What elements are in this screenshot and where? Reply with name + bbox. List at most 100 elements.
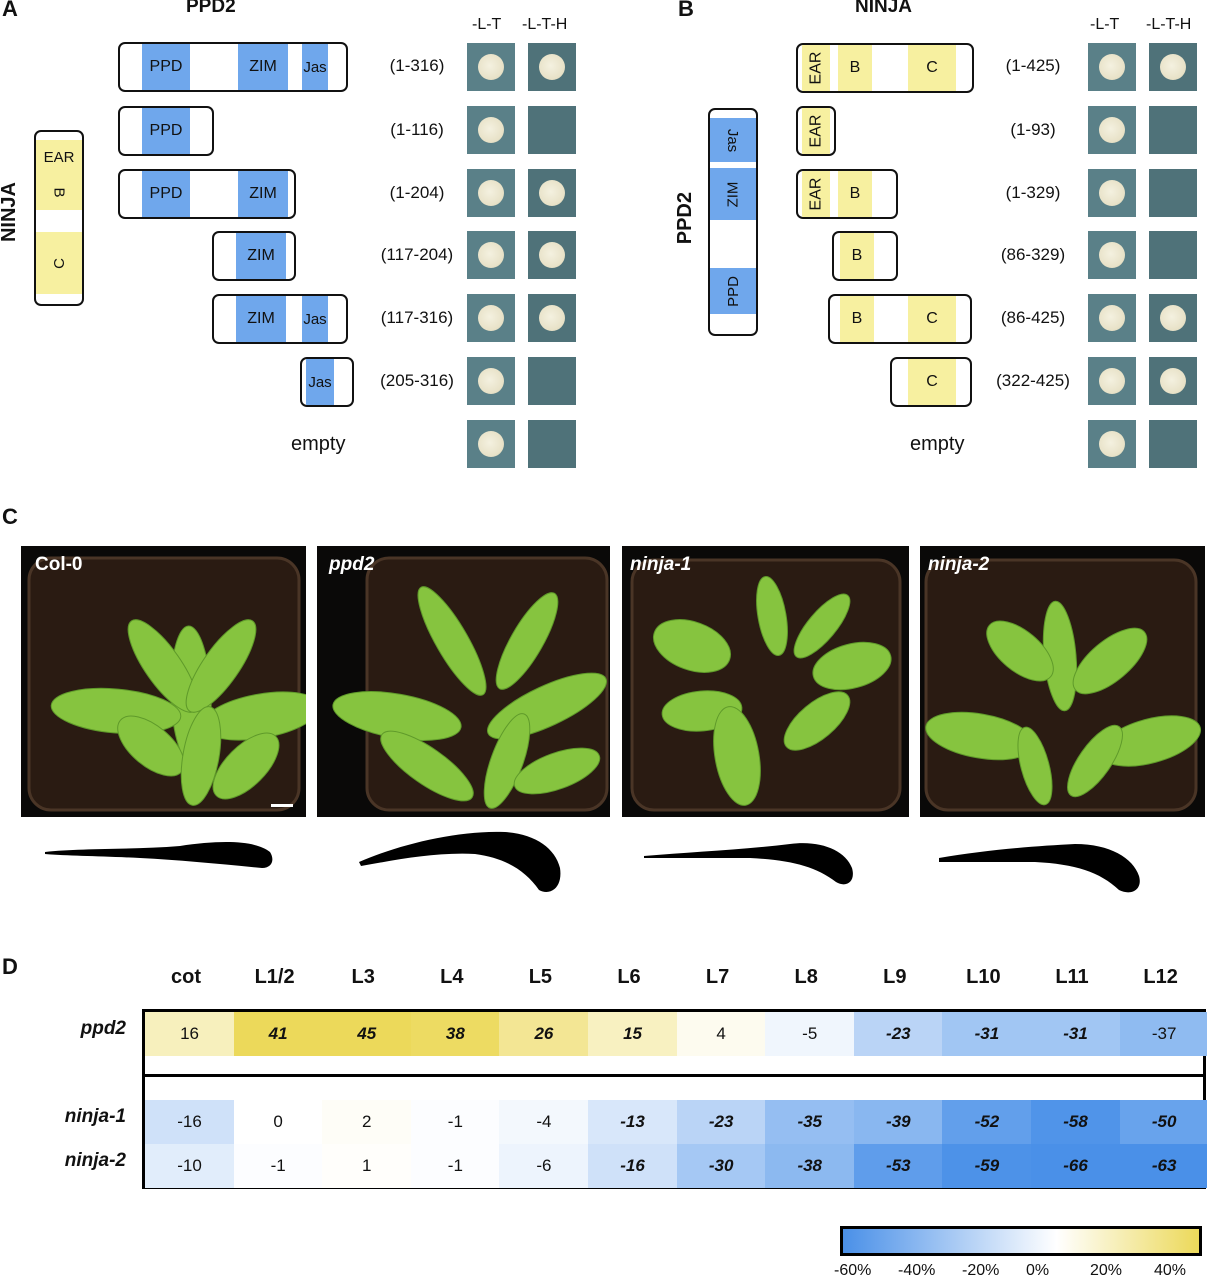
heatmap-cell: -31 <box>1031 1012 1121 1056</box>
spot-lt <box>467 231 515 280</box>
spot-lt <box>1088 105 1136 154</box>
yeast-colony <box>1099 116 1125 143</box>
heatmap-cell: -16 <box>145 1100 235 1144</box>
empty-label: empty <box>910 433 965 455</box>
heatmap-cell: -38 <box>765 1144 855 1188</box>
jas-domain: Jas <box>306 359 334 405</box>
heatmap-column-label: L4 <box>440 966 464 988</box>
heatmap-cell: 2 <box>322 1100 412 1144</box>
yeast-colony <box>478 305 504 332</box>
ppd2-side-construct: Jas ZIM PPD <box>708 108 758 336</box>
heatmap-cell: 41 <box>233 1012 323 1056</box>
spot-lt <box>467 105 515 154</box>
spot-lth <box>1149 231 1197 280</box>
rosette-photo-col0: Col-0 <box>21 546 306 817</box>
heatmap-column-label: L3 <box>351 966 375 988</box>
spot-lt <box>467 43 515 91</box>
range-label: (86-425) <box>1000 308 1066 327</box>
ppd2-construct-117-316: ZIM Jas <box>212 294 348 344</box>
spot-lth <box>1149 43 1197 91</box>
heatmap-cell: -13 <box>588 1100 678 1144</box>
scale-tick-label: 0% <box>1026 1262 1050 1279</box>
ppd-domain: PPD <box>142 108 190 154</box>
scale-tick-label: -40% <box>898 1262 936 1279</box>
range-label: (1-316) <box>389 56 445 75</box>
yeast-colony <box>1099 179 1125 206</box>
scale-tick-label: -60% <box>834 1262 872 1279</box>
yeast-colony <box>1099 242 1125 269</box>
yeast-colony <box>478 179 504 206</box>
heatmap-cell: -6 <box>499 1144 589 1188</box>
yeast-spot-grid-b <box>1088 43 1200 473</box>
jas-domain: Jas <box>710 118 756 162</box>
spot-lt <box>467 168 515 217</box>
ear-domain: EAR <box>802 171 830 217</box>
heatmap-column-label: cot <box>171 966 201 988</box>
heatmap-cell: 1 <box>322 1144 412 1188</box>
scale-tick-label: 40% <box>1154 1262 1187 1279</box>
heatmap-column-label: L7 <box>705 966 730 988</box>
heatmap-column-label: L10 <box>966 966 1001 988</box>
ninja-construct-322-425: C <box>890 357 972 407</box>
ninja-side-construct: EAR B C <box>34 130 84 306</box>
yeast-colony <box>478 116 504 143</box>
rosette-photo-ppd2: ppd2 <box>317 546 610 817</box>
heatmap-row-label: ninja-1 <box>64 1106 126 1127</box>
heatmap-cell: 45 <box>322 1012 412 1056</box>
heatmap-row-label: ninja-2 <box>64 1150 126 1171</box>
heatmap-cell: -23 <box>853 1012 943 1056</box>
zim-domain: ZIM <box>238 171 288 217</box>
heatmap-cell: -37 <box>1119 1012 1207 1056</box>
range-label: (322-425) <box>996 371 1070 390</box>
panel-a-title: PPD2 <box>186 0 236 17</box>
c-domain: C <box>908 359 956 405</box>
ppd2-construct-1-316: PPD ZIM Jas <box>118 42 348 92</box>
spot-lth <box>528 231 576 280</box>
photo-label: Col-0 <box>35 554 83 575</box>
range-label: (117-316) <box>380 308 454 327</box>
yeast-colony <box>1099 430 1125 457</box>
zim-domain: ZIM <box>236 296 286 342</box>
rosette-photo-ninja2: ninja-2 <box>920 546 1205 817</box>
panel-b-title: NINJA <box>855 0 913 17</box>
ninja-construct-1-93: EAR <box>796 106 836 156</box>
scale-tick-label: 20% <box>1090 1262 1123 1279</box>
photo-label: ninja-1 <box>630 554 692 575</box>
yeast-colony <box>539 179 565 206</box>
heatmap-cell: -59 <box>942 1144 1032 1188</box>
spot-lth <box>1149 357 1197 405</box>
panel-b-col-lth: -L-T-H <box>1146 16 1192 33</box>
empty-label: empty <box>291 433 346 455</box>
ppd2-construct-205-316: Jas <box>300 357 354 407</box>
ppd2-construct-117-204: ZIM <box>212 231 296 281</box>
rosette-col0-image <box>27 556 306 812</box>
range-label: (117-204) <box>380 245 454 264</box>
yeast-colony <box>1099 54 1125 80</box>
spot-lth <box>528 294 576 343</box>
heatmap-cell: -50 <box>1119 1100 1207 1144</box>
spot-lth <box>1149 419 1197 468</box>
heatmap-cell: -58 <box>1031 1100 1121 1144</box>
heatmap-cell: -30 <box>676 1144 766 1188</box>
yeast-colony <box>1099 305 1125 332</box>
ppd2-construct-1-204: PPD ZIM <box>118 169 296 219</box>
panel-d-letter: D <box>2 954 18 979</box>
heatmap-column-label: L12 <box>1143 966 1178 988</box>
yeast-colony <box>539 242 565 269</box>
yeast-colony <box>1160 368 1186 394</box>
leaf-silhouette-ninja2 <box>939 844 1140 893</box>
yeast-colony <box>539 54 565 80</box>
c-domain: C <box>908 296 956 342</box>
yeast-spot-grid-a <box>467 43 577 473</box>
heatmap-cell: -4 <box>499 1100 589 1144</box>
b-domain: B <box>36 174 82 210</box>
heatmap-column-label: L8 <box>794 966 818 988</box>
spot-lt <box>1088 168 1136 217</box>
panel-a-col-lth: -L-T-H <box>522 16 568 33</box>
heatmap-column-label: L11 <box>1055 966 1089 988</box>
jas-domain: Jas <box>302 44 328 90</box>
rosette-ppd2-image <box>332 556 609 812</box>
ear-domain: EAR <box>802 45 830 91</box>
